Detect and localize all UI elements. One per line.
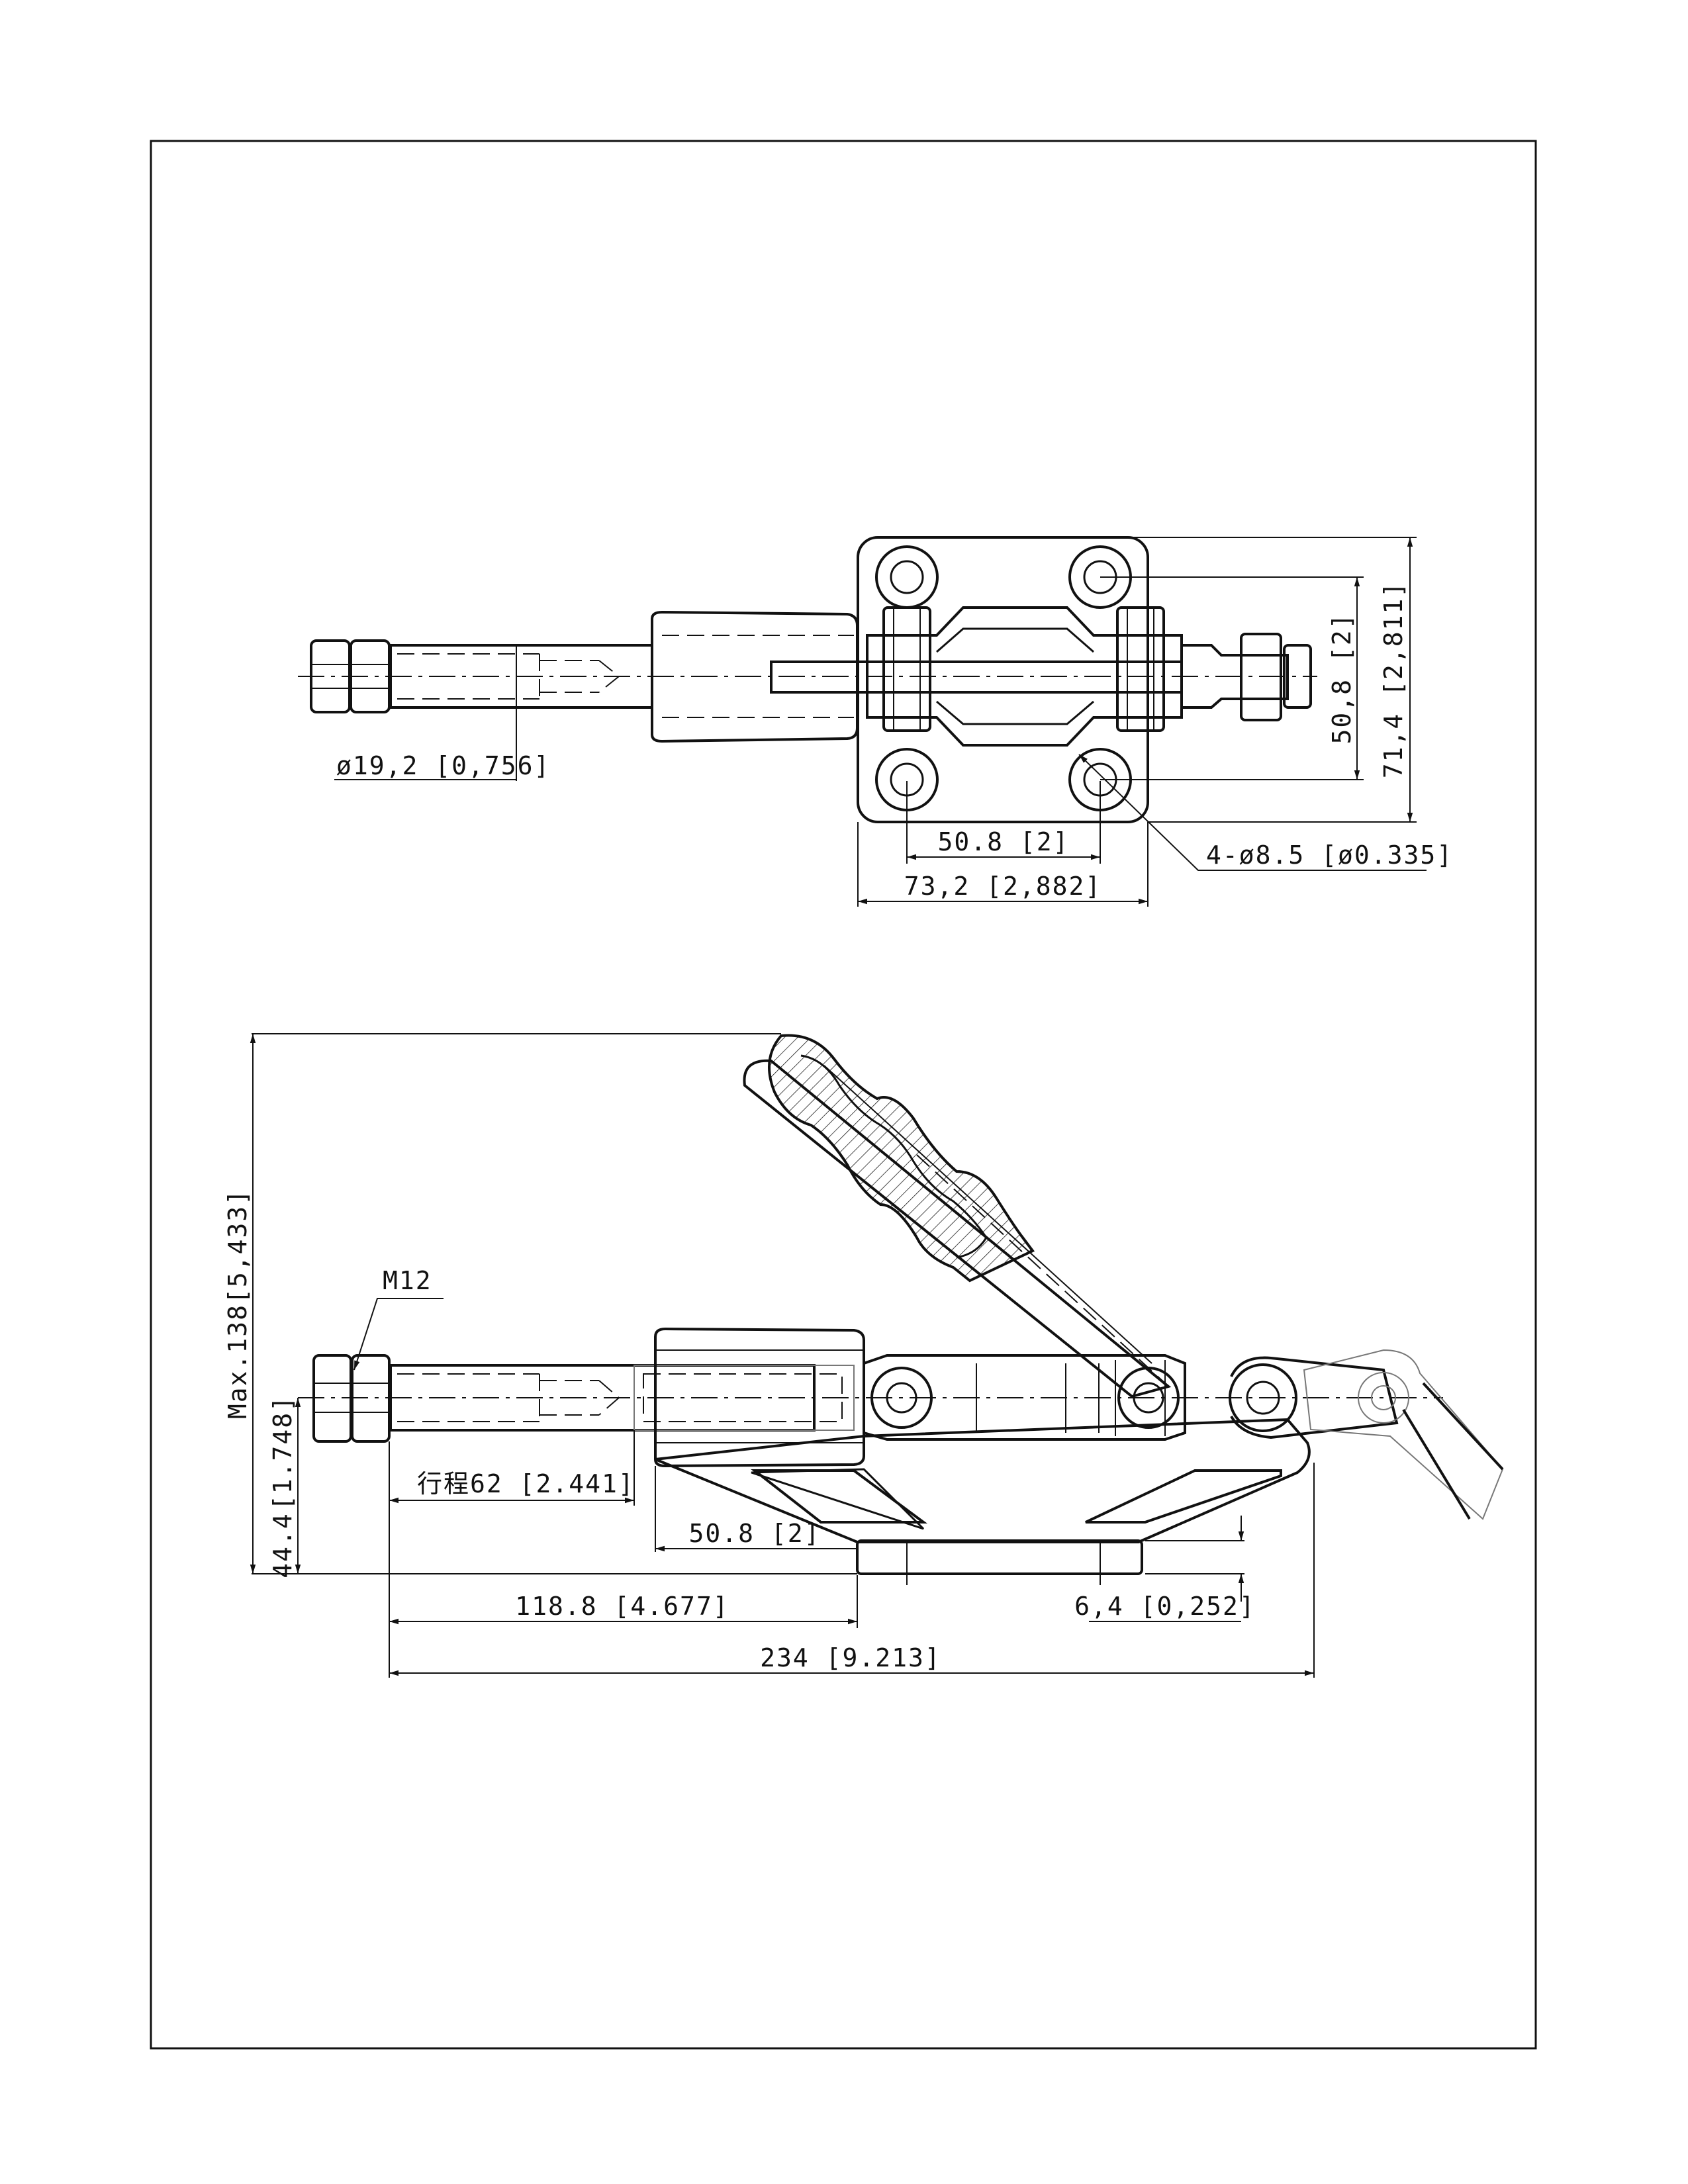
side-threaded-rod xyxy=(389,1364,816,1432)
top-base-plate xyxy=(857,536,1149,823)
dim-hole-spacing-horizontal: 50.8 [2] xyxy=(937,827,1069,856)
top-mounting-holes xyxy=(875,545,1132,811)
dim-mounting-holes: 4-ø8.5 [ø0.335] xyxy=(1206,841,1453,870)
dim-base-height: 71,4 [2,811] xyxy=(1379,581,1408,779)
side-view: M12 Max.138[5,433] [1.748] 44.4 行程62 [2.… xyxy=(223,1033,1504,1678)
dim-rod-diameter: ø19,2 [0,756] xyxy=(336,751,550,780)
top-linkage-frame xyxy=(866,606,1183,747)
side-guide-bushing xyxy=(654,1327,865,1468)
drawing-border xyxy=(150,140,1537,2050)
dim-stroke: 行程62 [2.441] xyxy=(417,1469,635,1498)
dim-axis-height-inch: [1.748] xyxy=(268,1395,297,1510)
dim-hole-spacing-vertical: 50,8 [2] xyxy=(1327,612,1356,744)
top-pivot-pins xyxy=(882,606,1165,732)
dim-base-thickness: 6,4 [0,252] xyxy=(1074,1592,1256,1621)
dim-axis-height-mm: 44.4 xyxy=(268,1512,297,1578)
dim-front-to-base: 118.8 [4.677] xyxy=(515,1592,729,1621)
dim-base-hole-spacing: 50.8 [2] xyxy=(688,1519,820,1548)
side-extended-position xyxy=(1303,1349,1504,1520)
top-clevis xyxy=(1180,633,1312,721)
dim-base-width: 73,2 [2,882] xyxy=(904,872,1102,901)
side-base-plate xyxy=(856,1539,1143,1575)
label-thread-size: M12 xyxy=(383,1266,432,1295)
top-view: ø19,2 [0,756] 50,8 [2] 71,4 [2,811] 50.8… xyxy=(298,536,1453,907)
side-link-arm xyxy=(863,1354,1186,1441)
dim-overall-length: 234 [9.213] xyxy=(760,1643,941,1672)
dim-max-height: Max.138[5,433] xyxy=(223,1189,252,1419)
side-handle xyxy=(743,1034,1172,1398)
side-retracted-plunger xyxy=(633,1365,855,1431)
